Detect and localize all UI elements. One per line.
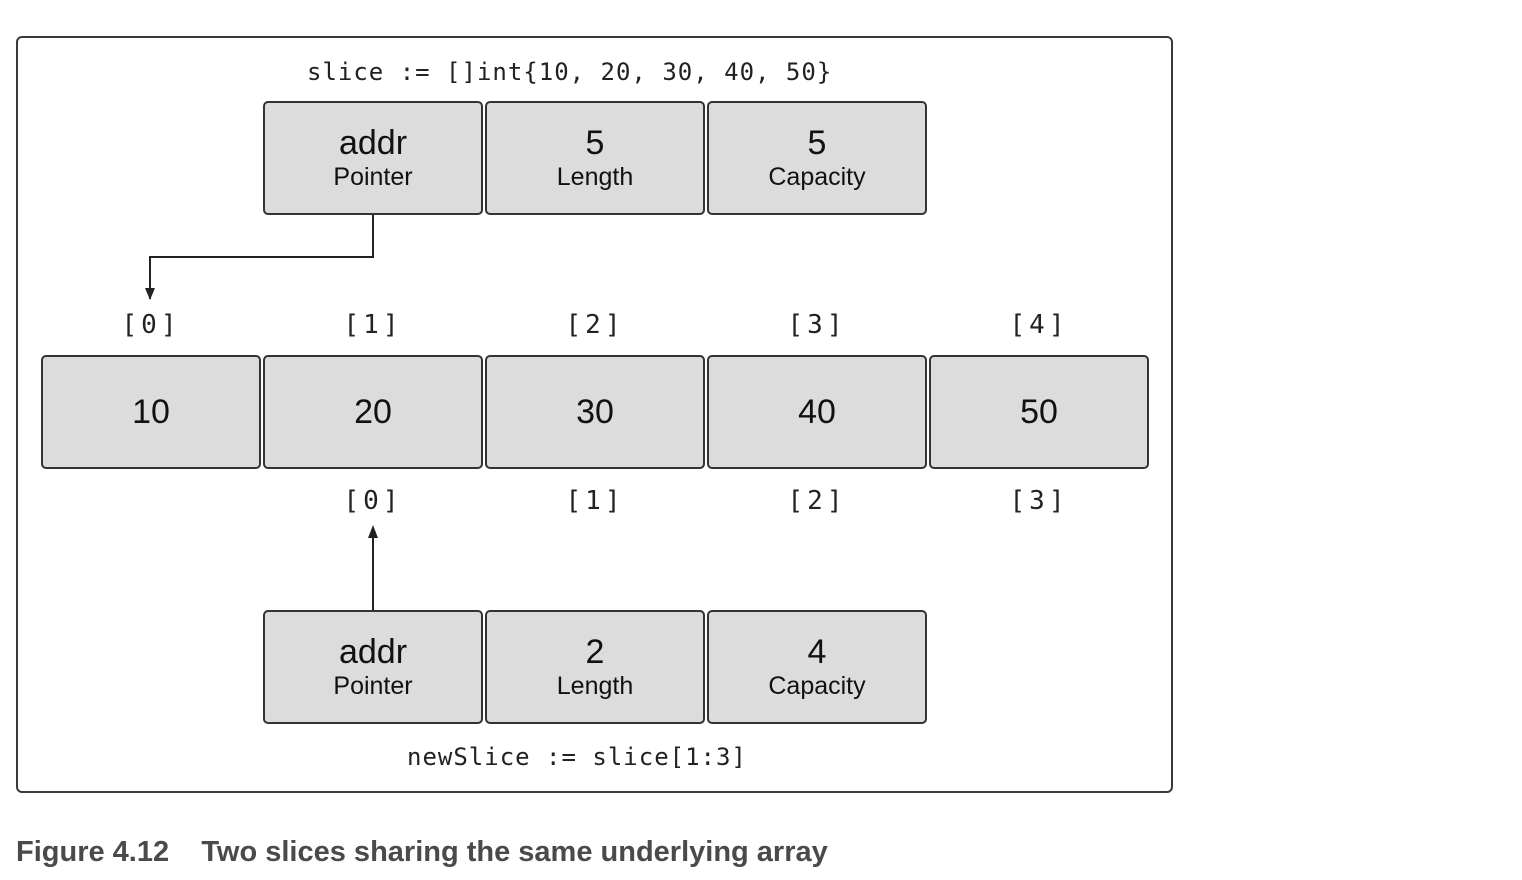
slice-pointer-label: Pointer (333, 163, 413, 191)
array-index-label: [2] (565, 310, 625, 340)
array-index-label: [0] (121, 310, 181, 340)
figure-number: Figure 4.12 (16, 836, 170, 868)
new-slice-capacity-label: Capacity (768, 672, 866, 700)
new-slice-index-label: [2] (787, 486, 847, 516)
new-slice-pointer-value: addr (338, 633, 408, 671)
array-cell: 20 (263, 355, 483, 469)
array-cell: 10 (41, 355, 261, 469)
new-slice-declaration-code: newSlice := slice[1:3] (407, 743, 747, 771)
diagram-frame (16, 36, 1173, 793)
new-slice-length-field: 2 Length (485, 610, 705, 724)
array-index-label: [1] (343, 310, 403, 340)
new-slice-length-value: 2 (585, 633, 605, 671)
slice-pointer-value: addr (338, 124, 408, 162)
array-cell: 30 (485, 355, 705, 469)
new-slice-index-label: [0] (343, 486, 403, 516)
new-slice-capacity-field: 4 Capacity (707, 610, 927, 724)
new-slice-index-label: [3] (1009, 486, 1069, 516)
array-cell: 40 (707, 355, 927, 469)
slice-length-field: 5 Length (485, 101, 705, 215)
slice-length-label: Length (556, 163, 634, 191)
slice-length-value: 5 (585, 124, 605, 162)
slice-pointer-field: addr Pointer (263, 101, 483, 215)
new-slice-pointer-label: Pointer (333, 672, 413, 700)
slice-capacity-field: 5 Capacity (707, 101, 927, 215)
new-slice-pointer-field: addr Pointer (263, 610, 483, 724)
slice-capacity-label: Capacity (768, 163, 866, 191)
array-index-label: [4] (1009, 310, 1069, 340)
figure-caption-text: Two slices sharing the same underlying a… (201, 836, 828, 868)
array-cell: 50 (929, 355, 1149, 469)
new-slice-length-label: Length (556, 672, 634, 700)
figure-caption: Figure 4.12 Two slices sharing the same … (16, 836, 828, 869)
new-slice-index-label: [1] (565, 486, 625, 516)
slice-capacity-value: 5 (807, 124, 827, 162)
slice-declaration-code: slice := []int{10, 20, 30, 40, 50} (307, 58, 833, 86)
array-index-label: [3] (787, 310, 847, 340)
new-slice-capacity-value: 4 (807, 633, 827, 671)
